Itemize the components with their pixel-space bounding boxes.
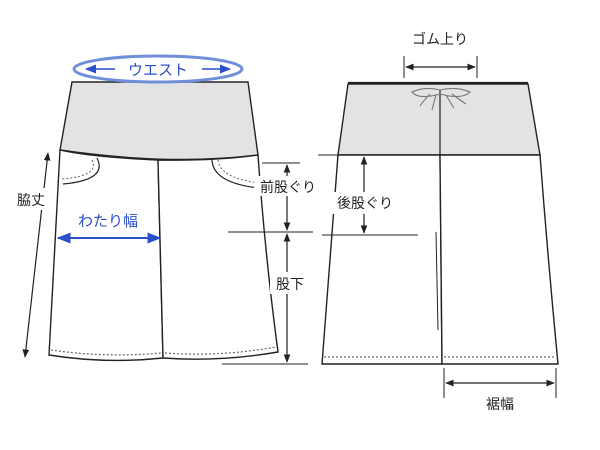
back-left-leg [321,154,443,365]
label-bg-back-rise [330,192,400,214]
label-bg-inseam [270,272,310,294]
label-side-length: 脇丈 [17,193,45,209]
back-right-leg [439,154,559,365]
front-left-pocket-stitch [61,159,94,180]
back-view: ゴム上り 後股ぐり 裾幅 [318,31,559,413]
label-thigh-width: わたり幅 [78,212,138,230]
front-right-pocket [211,159,260,189]
label-inseam: 股下 [276,277,304,293]
label-bg-front-rise [254,176,322,196]
label-hem-width: 裾幅 [486,397,514,413]
front-right-leg [157,154,279,360]
front-waistband [59,81,259,161]
drawstring-bow [411,87,471,111]
label-elastic-width: ゴム上り [412,31,468,48]
back-crotch-line [435,231,439,331]
label-bg-side-length [8,188,54,210]
front-left-pocket [62,157,100,185]
label-back-rise: 後股ぐり [337,196,393,212]
front-right-pocket-stitch [217,159,260,184]
label-waist: ウエスト [128,61,188,79]
waist-ellipse [72,54,244,84]
front-left-leg [48,149,164,362]
side-length-arrow [22,152,51,358]
front-view: ウエスト 脇丈 わたり幅 前股ぐり 股下 [8,54,322,365]
label-front-rise: 前股ぐり [260,179,316,196]
